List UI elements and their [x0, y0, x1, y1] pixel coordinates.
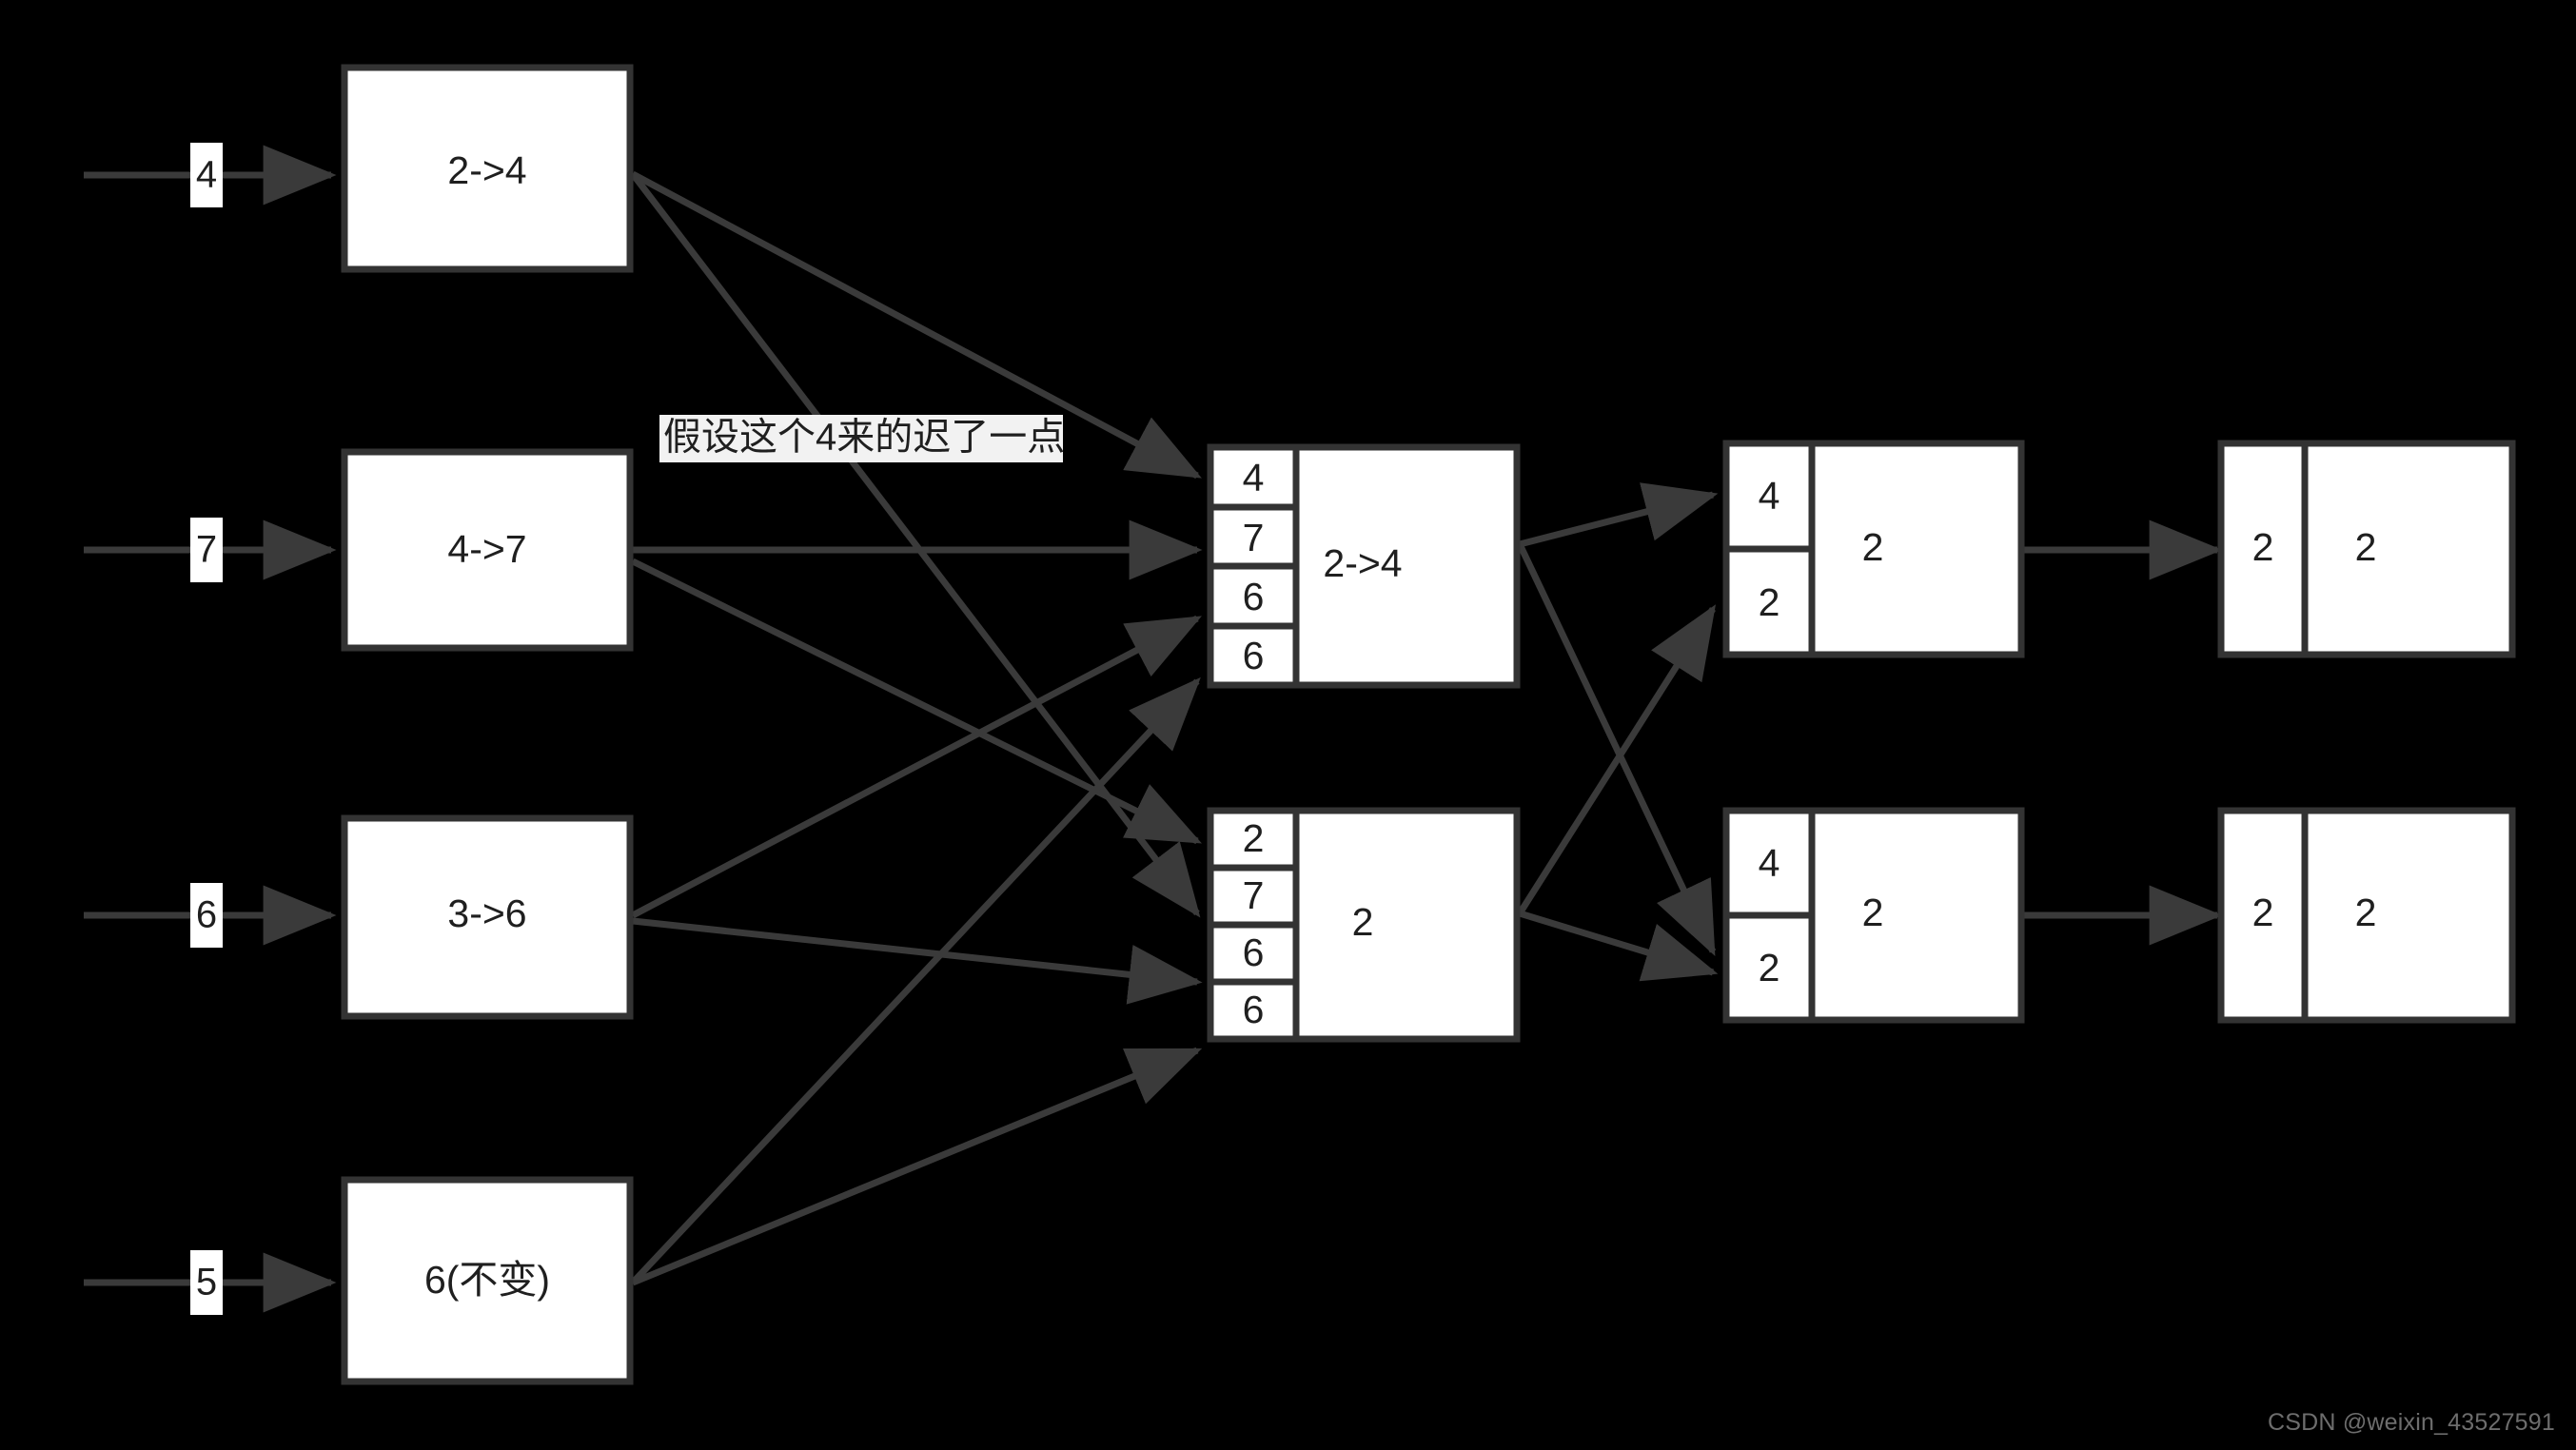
stage4-box-1[interactable]: 2 2 [2217, 440, 2516, 658]
edge-s1b4-to-s2b1 [630, 676, 1201, 1285]
input-edge-group-3: 6 [84, 883, 337, 948]
edge-s2b1-to-s3b2 [1516, 542, 1717, 957]
stage1-box-3[interactable]: 3->6 [341, 814, 634, 1020]
stage2-box-1-label: 2->4 [1323, 541, 1402, 585]
stage3-box-2[interactable]: 4 2 2 [1722, 807, 2025, 1024]
annotation-label: 假设这个4来的迟了一点 [663, 417, 1065, 459]
stage1-box-3-label: 3->6 [447, 892, 526, 935]
stage2-box-2-cell-3: 6 [1243, 931, 1265, 974]
input-chip-bg-3 [190, 883, 223, 948]
annotation-note: 假设这个4来的迟了一点 [659, 415, 1065, 462]
stage2-box-1-cell-2: 7 [1243, 516, 1265, 559]
stage4-box-2-cell-1: 2 [2252, 891, 2274, 934]
stage1-box-2[interactable]: 4->7 [341, 448, 634, 652]
input-edge-group-4: 5 [84, 1250, 337, 1315]
stage4-box-2[interactable]: 2 2 [2217, 807, 2516, 1024]
stage3-box-2-cell-1: 4 [1759, 841, 1780, 885]
stage3-box-1-cell-2: 2 [1759, 580, 1780, 624]
edge-s2b2-to-s3b2 [1518, 910, 1719, 982]
stage1-box-1-label: 2->4 [447, 148, 526, 192]
input-chip-bg-4 [190, 1250, 223, 1315]
stage1-box-2-label: 4->7 [447, 527, 526, 571]
edge-s2b1-to-s3b1 [1519, 482, 1719, 548]
stage2-box-2-label: 2 [1352, 900, 1374, 944]
edge-s1b1-to-s2b2 [630, 171, 1201, 918]
stage2-box-1-cell-1: 4 [1243, 456, 1265, 500]
input-edge-group-2: 7 [84, 518, 337, 582]
stage2-box-2-cell-1: 2 [1243, 816, 1265, 860]
stage3-box-1-cell-1: 4 [1759, 474, 1780, 518]
stage2-box-2-cell-2: 7 [1243, 873, 1265, 917]
input-chip-bg-2 [190, 518, 223, 582]
stage4-box-1-cell-1: 2 [2252, 525, 2274, 569]
stage1-box-4[interactable]: 6(不变) [341, 1176, 634, 1385]
stage4-box-2-label: 2 [2355, 891, 2377, 934]
stage3-box-1-label: 2 [1862, 525, 1884, 569]
stage2-box-1-cell-4: 6 [1243, 634, 1265, 677]
input-chip-label-1: 4 [196, 154, 217, 196]
input-chip-label-4: 5 [196, 1262, 217, 1303]
edge-s1b4-to-s2b2 [631, 1047, 1203, 1286]
stage2-box-1[interactable]: 4 7 6 6 2->4 [1207, 443, 1521, 689]
stage1-box-1[interactable]: 2->4 [341, 64, 634, 273]
stage3-box-2-label: 2 [1862, 891, 1884, 934]
watermark: CSDN @weixin_43527591 [2268, 1409, 2555, 1436]
input-chip-label-3: 6 [196, 894, 217, 936]
stage1-box-4-label: 6(不变) [424, 1258, 550, 1302]
annotation-background [659, 415, 1063, 462]
input-edge-group-1: 4 [84, 143, 337, 207]
edge-s1b3-to-s2b2 [632, 917, 1203, 1005]
edge-s1b2-to-s2b2 [631, 558, 1203, 845]
input-chip-label-2: 7 [196, 529, 217, 571]
input-chip-bg-1 [190, 143, 223, 207]
edge-s1b3-to-s2b1 [631, 615, 1202, 919]
stage4-box-1-label: 2 [2355, 525, 2377, 569]
stage3-box-1[interactable]: 4 2 2 [1722, 440, 2025, 658]
stage2-box-2[interactable]: 2 7 6 6 2 [1207, 807, 1521, 1043]
edge-s1b1-to-s2b1 [631, 170, 1202, 480]
stage2-box-2-cell-4: 6 [1243, 988, 1265, 1031]
edge-s2b2-to-s3b1 [1517, 604, 1716, 915]
stage3-box-2-cell-2: 2 [1759, 946, 1780, 990]
stage2-box-1-cell-3: 6 [1243, 575, 1265, 618]
